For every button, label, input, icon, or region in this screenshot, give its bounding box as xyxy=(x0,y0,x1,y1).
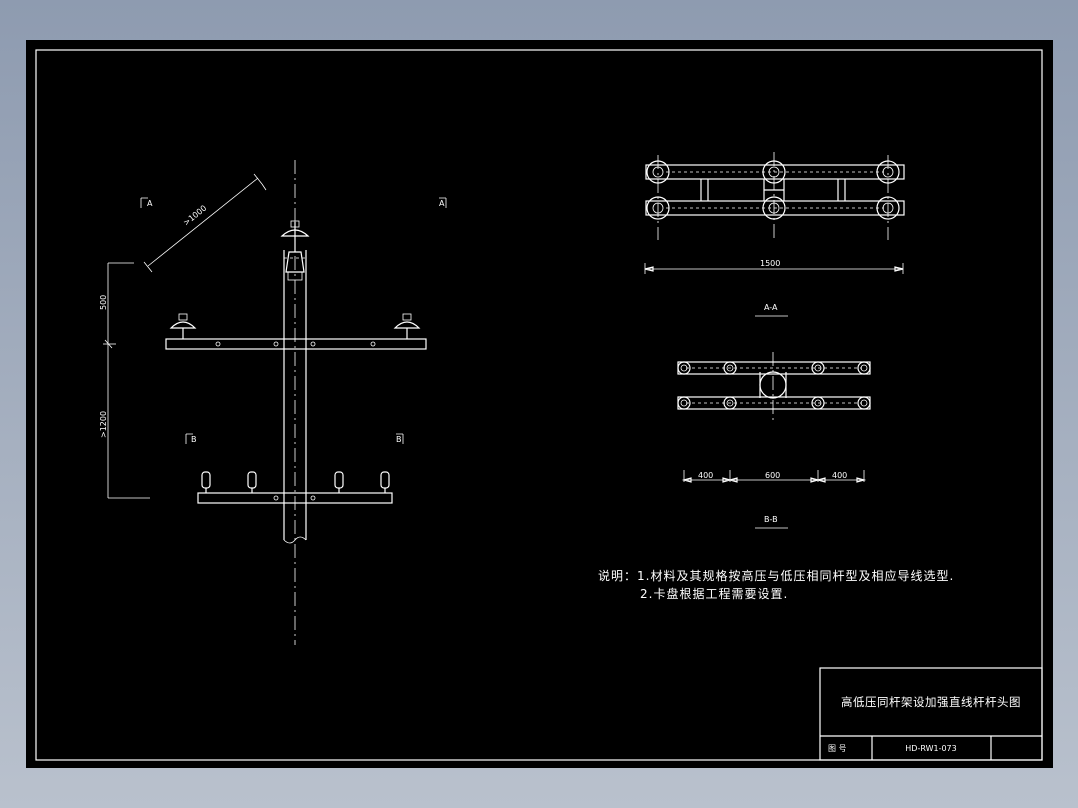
section-marker-a-left: A xyxy=(140,197,153,208)
svg-text:400: 400 xyxy=(698,471,713,480)
title-block: 高低压同杆架设加强直线杆杆头图 图 号 HD-RW1-073 xyxy=(819,667,1043,761)
section-aa: 1500 A-A xyxy=(644,152,905,317)
svg-text:1500: 1500 xyxy=(760,259,780,268)
svg-text:500: 500 xyxy=(99,295,108,310)
dim-vertical: 500 >1200 xyxy=(99,262,150,499)
lv-insulators xyxy=(201,471,390,493)
svg-text:>1000: >1000 xyxy=(182,204,209,228)
section-bb: 400 600 400 B-B xyxy=(677,352,871,529)
hv-insulator-right xyxy=(393,313,421,339)
note-line-1: 说明：1.材料及其规格按高压与低压相同杆型及相应导线选型. xyxy=(598,568,954,583)
svg-text:A: A xyxy=(147,199,153,208)
svg-text:400: 400 xyxy=(832,471,847,480)
svg-text:B: B xyxy=(191,435,197,444)
drawing-title: 高低压同杆架设加强直线杆杆头图 xyxy=(841,695,1021,709)
svg-text:600: 600 xyxy=(765,471,780,480)
bb-dimensions: 400 600 400 xyxy=(681,470,867,483)
aa-dimension: 1500 xyxy=(644,259,904,274)
drawing-canvas: A A B B >1000 500 xyxy=(35,49,1043,761)
drawing-no: HD-RW1-073 xyxy=(905,744,956,753)
note-line-2: 2.卡盘根据工程需要设置. xyxy=(640,586,788,601)
elevation-view: A A B B >1000 500 xyxy=(99,160,447,645)
section-marker-b-right: B xyxy=(396,433,404,444)
svg-text:B: B xyxy=(396,435,402,444)
bb-clamps xyxy=(677,361,871,410)
aa-caption: A-A xyxy=(764,303,778,312)
dim-diagonal: >1000 xyxy=(143,173,267,273)
lower-cross-arm xyxy=(197,492,393,504)
section-marker-b-left: B xyxy=(185,433,197,444)
drawing-no-label: 图 号 xyxy=(828,744,847,753)
section-marker-a-right: A xyxy=(439,197,447,208)
pole-top-insulator xyxy=(280,220,310,281)
svg-text:>1200: >1200 xyxy=(99,411,108,438)
pole-body xyxy=(283,250,307,540)
bb-caption: B-B xyxy=(764,515,778,524)
svg-text:A: A xyxy=(439,199,445,208)
sheet-border xyxy=(35,49,1043,761)
cad-viewport[interactable]: A A B B >1000 500 xyxy=(26,40,1053,768)
upper-cross-arm xyxy=(165,338,427,350)
aa-clamps xyxy=(646,160,900,220)
upper-arm-bolts xyxy=(215,341,376,347)
hv-insulator-left xyxy=(169,313,197,339)
